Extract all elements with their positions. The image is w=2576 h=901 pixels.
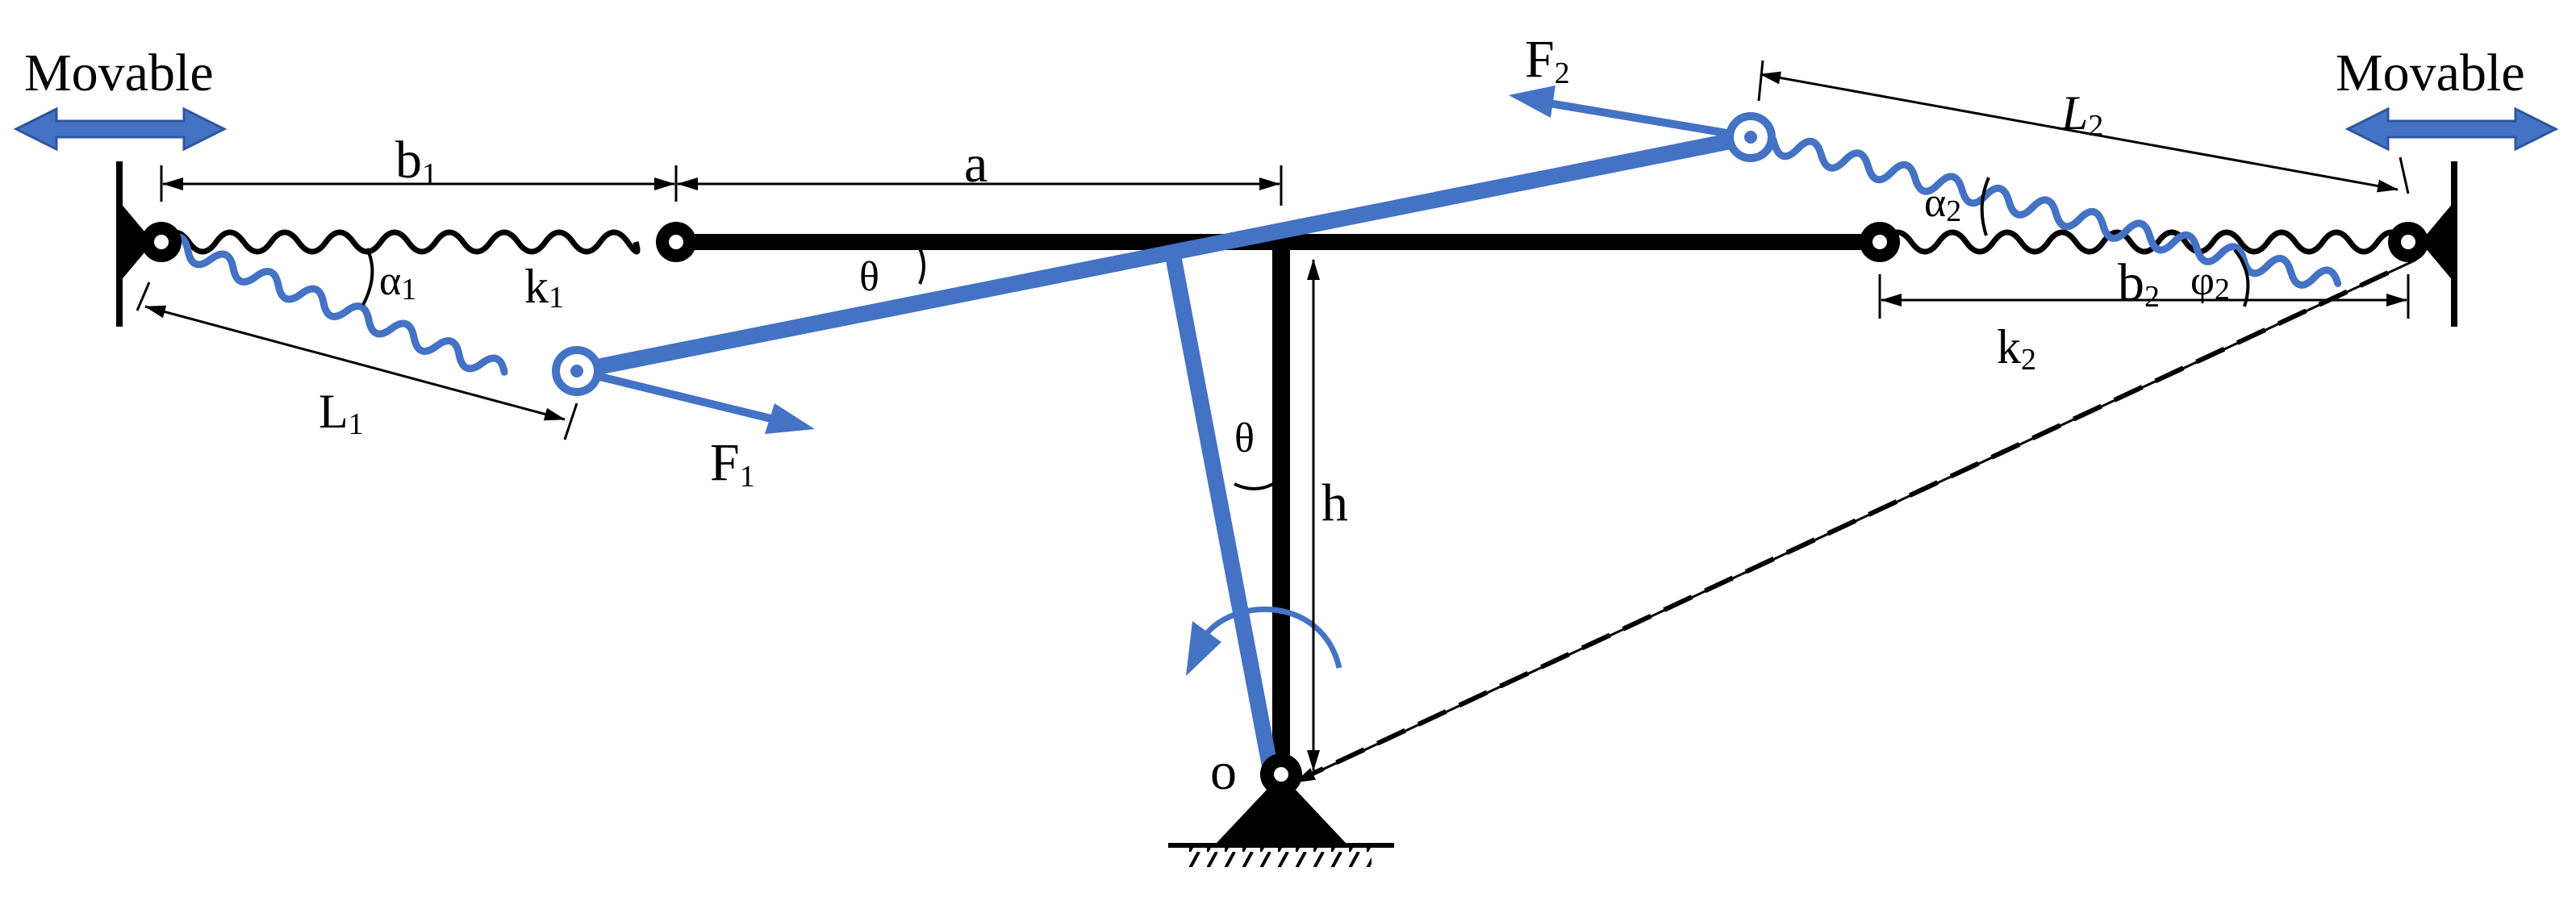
- dimension-b1: [160, 165, 678, 202]
- spring-L2: [1747, 126, 2342, 289]
- pivot-triangle-icon: [1168, 753, 1394, 867]
- hinge-joint-icon: [1726, 112, 1776, 162]
- thin-line: [1294, 258, 2417, 784]
- label-theta-top: θ: [859, 254, 879, 300]
- hinge-joint-icon: [552, 346, 602, 396]
- spring-L1: [161, 233, 508, 376]
- spring-k1: [159, 229, 641, 255]
- hinge-joint-icon: [141, 222, 182, 262]
- label-L1: L1: [319, 385, 364, 441]
- angle-theta-top-arc: [918, 248, 925, 285]
- label-theta-mid: θ: [1234, 415, 1255, 461]
- dimension-L1: [136, 282, 578, 440]
- dimension-a: [677, 165, 1283, 206]
- label-F2: F2: [1525, 30, 1570, 90]
- dimension-b2: [1878, 274, 2410, 319]
- angle-theta-mid-arc: [1234, 482, 1274, 490]
- right-wall-support: [2420, 161, 2457, 327]
- angle-alpha1-arc: [361, 248, 374, 306]
- movable-right-label: Movable: [2336, 44, 2525, 102]
- hinge-joint-icon: [1860, 222, 1900, 262]
- label-o: o: [1210, 742, 1237, 801]
- label-h: h: [1321, 473, 1348, 532]
- angle-phi2-arc: [2233, 248, 2250, 307]
- hinge-joint-icon: [656, 222, 696, 262]
- double-arrow-icon: [13, 106, 228, 152]
- label-F1: F1: [710, 433, 755, 494]
- spring-k2: [1881, 229, 2418, 255]
- label-alpha2: α2: [1924, 180, 1961, 228]
- label-L2: L2: [2060, 86, 2103, 143]
- label-k1: k1: [524, 260, 564, 315]
- force-F2-arrow: [1509, 86, 1751, 141]
- rotated-bar: [575, 129, 1752, 379]
- label-k2: k2: [1997, 320, 2036, 377]
- double-arrow-icon: [2344, 106, 2559, 152]
- label-a: a: [964, 135, 987, 194]
- movable-left-label: Movable: [24, 44, 214, 102]
- label-b2: b2: [2118, 253, 2160, 314]
- rotation-arrow-icon: [1186, 606, 1342, 676]
- rotated-post: [1166, 258, 1279, 772]
- label-alpha1: α1: [379, 258, 416, 307]
- label-b1: b1: [395, 131, 437, 191]
- left-wall-support: [116, 161, 153, 327]
- angle-alpha2-arc: [1980, 177, 1990, 236]
- label-phi2: φ2: [2190, 258, 2230, 307]
- hinge-joint-icon: [2388, 222, 2428, 262]
- dimension-L2: [1757, 60, 2410, 194]
- force-F1-arrow: [575, 367, 815, 434]
